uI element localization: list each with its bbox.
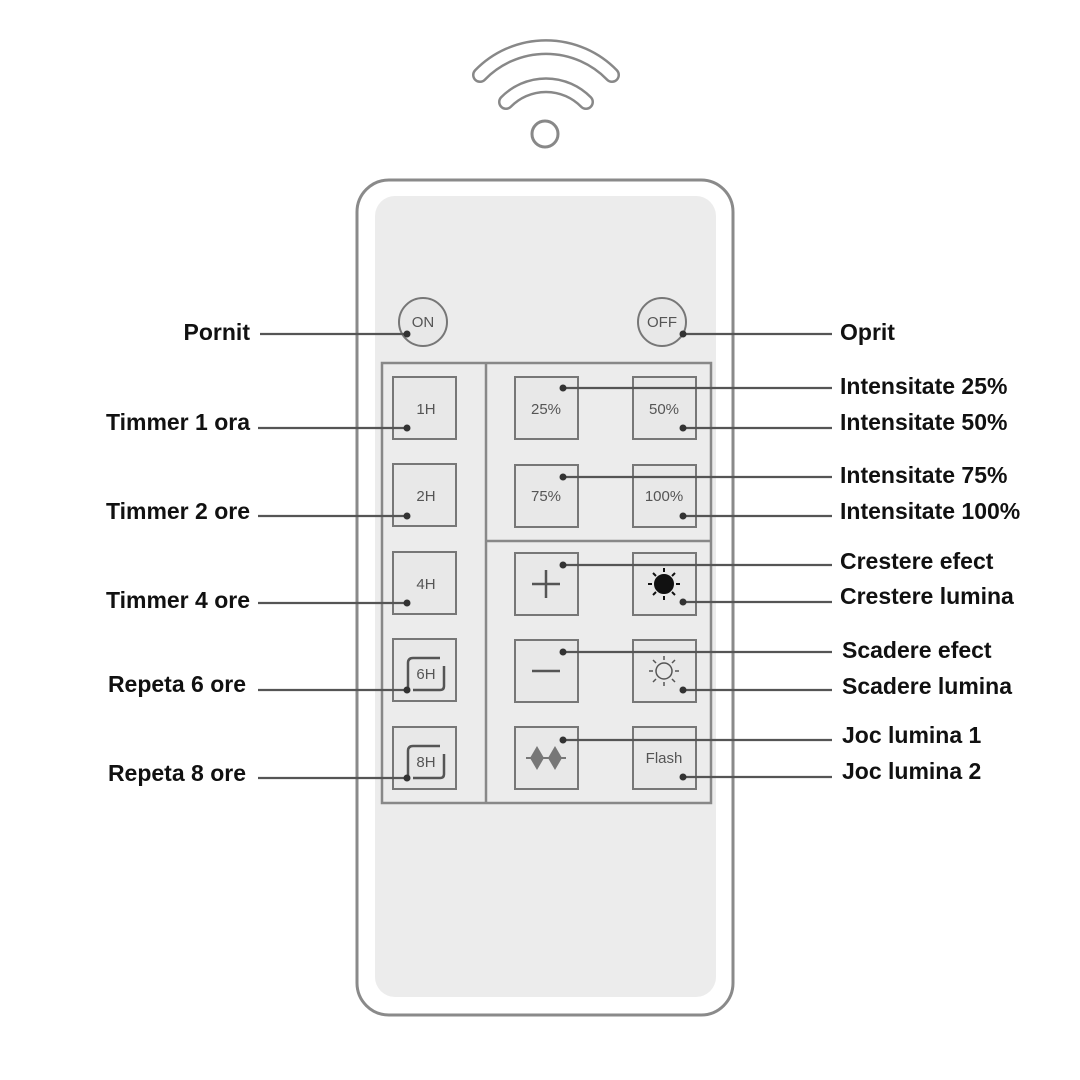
intensity-75-button[interactable]: 75%	[514, 464, 579, 528]
light-game-1-button[interactable]	[514, 726, 579, 790]
effect-icon	[526, 746, 566, 770]
label-pornit: Pornit	[184, 319, 251, 345]
on-button[interactable]: ON	[398, 297, 448, 347]
brightness-up-button[interactable]	[632, 552, 697, 616]
repeat-icon	[406, 656, 446, 692]
intensity-100-button[interactable]: 100%	[632, 464, 697, 528]
label-int-50: Intensitate 50%	[840, 409, 1007, 435]
label-timmer-2: Timmer 2 ore	[106, 498, 250, 524]
plus-icon	[532, 570, 560, 598]
repeat-8h-button[interactable]: 8H	[392, 726, 457, 790]
sun-outline-icon	[649, 656, 679, 686]
timer-2h-label: 2H	[416, 488, 435, 505]
intensity-75-label: 75%	[531, 488, 561, 505]
intensity-100-label: 100%	[645, 488, 683, 505]
label-joc-2: Joc lumina 2	[842, 758, 981, 784]
button-grid-frame	[380, 361, 713, 805]
effect-down-button[interactable]	[514, 639, 579, 703]
label-repeta-6: Repeta 6 ore	[108, 671, 246, 697]
repeat-8h-label: 8H	[416, 754, 435, 771]
effect-up-button[interactable]	[514, 552, 579, 616]
sun-filled-icon	[648, 568, 680, 600]
leader-lines	[258, 330, 832, 782]
label-int-75: Intensitate 75%	[840, 462, 1007, 488]
label-timmer-4: Timmer 4 ore	[106, 587, 250, 613]
label-crestere-lumina: Crestere lumina	[840, 583, 1014, 609]
label-int-25: Intensitate 25%	[840, 373, 1007, 399]
repeat-icon	[406, 744, 446, 780]
timer-4h-button[interactable]: 4H	[392, 551, 457, 615]
intensity-50-label: 50%	[649, 401, 679, 418]
label-scadere-efect: Scadere efect	[842, 637, 992, 663]
label-timmer-1: Timmer 1 ora	[106, 409, 250, 435]
label-crestere-efect: Crestere efect	[840, 548, 994, 574]
repeat-6h-button[interactable]: 6H	[392, 638, 457, 702]
intensity-25-button[interactable]: 25%	[514, 376, 579, 440]
brightness-down-button[interactable]	[632, 639, 697, 703]
off-button-label: OFF	[647, 314, 677, 331]
label-joc-1: Joc lumina 1	[842, 722, 982, 748]
label-repeta-8: Repeta 8 ore	[108, 760, 246, 786]
light-game-2-button[interactable]: Flash	[632, 726, 697, 790]
label-int-100: Intensitate 100%	[840, 498, 1020, 524]
timer-4h-label: 4H	[416, 576, 435, 593]
off-button[interactable]: OFF	[637, 297, 687, 347]
label-oprit: Oprit	[840, 319, 895, 345]
wifi-icon	[472, 39, 620, 149]
timer-1h-label: 1H	[416, 401, 435, 418]
intensity-50-button[interactable]: 50%	[632, 376, 697, 440]
timer-2h-button[interactable]: 2H	[392, 463, 457, 527]
repeat-6h-label: 6H	[416, 666, 435, 683]
label-scadere-lumina: Scadere lumina	[842, 673, 1012, 699]
intensity-25-label: 25%	[531, 401, 561, 418]
timer-1h-button[interactable]: 1H	[392, 376, 457, 440]
flash-label: Flash	[646, 750, 683, 767]
on-button-label: ON	[412, 314, 435, 331]
